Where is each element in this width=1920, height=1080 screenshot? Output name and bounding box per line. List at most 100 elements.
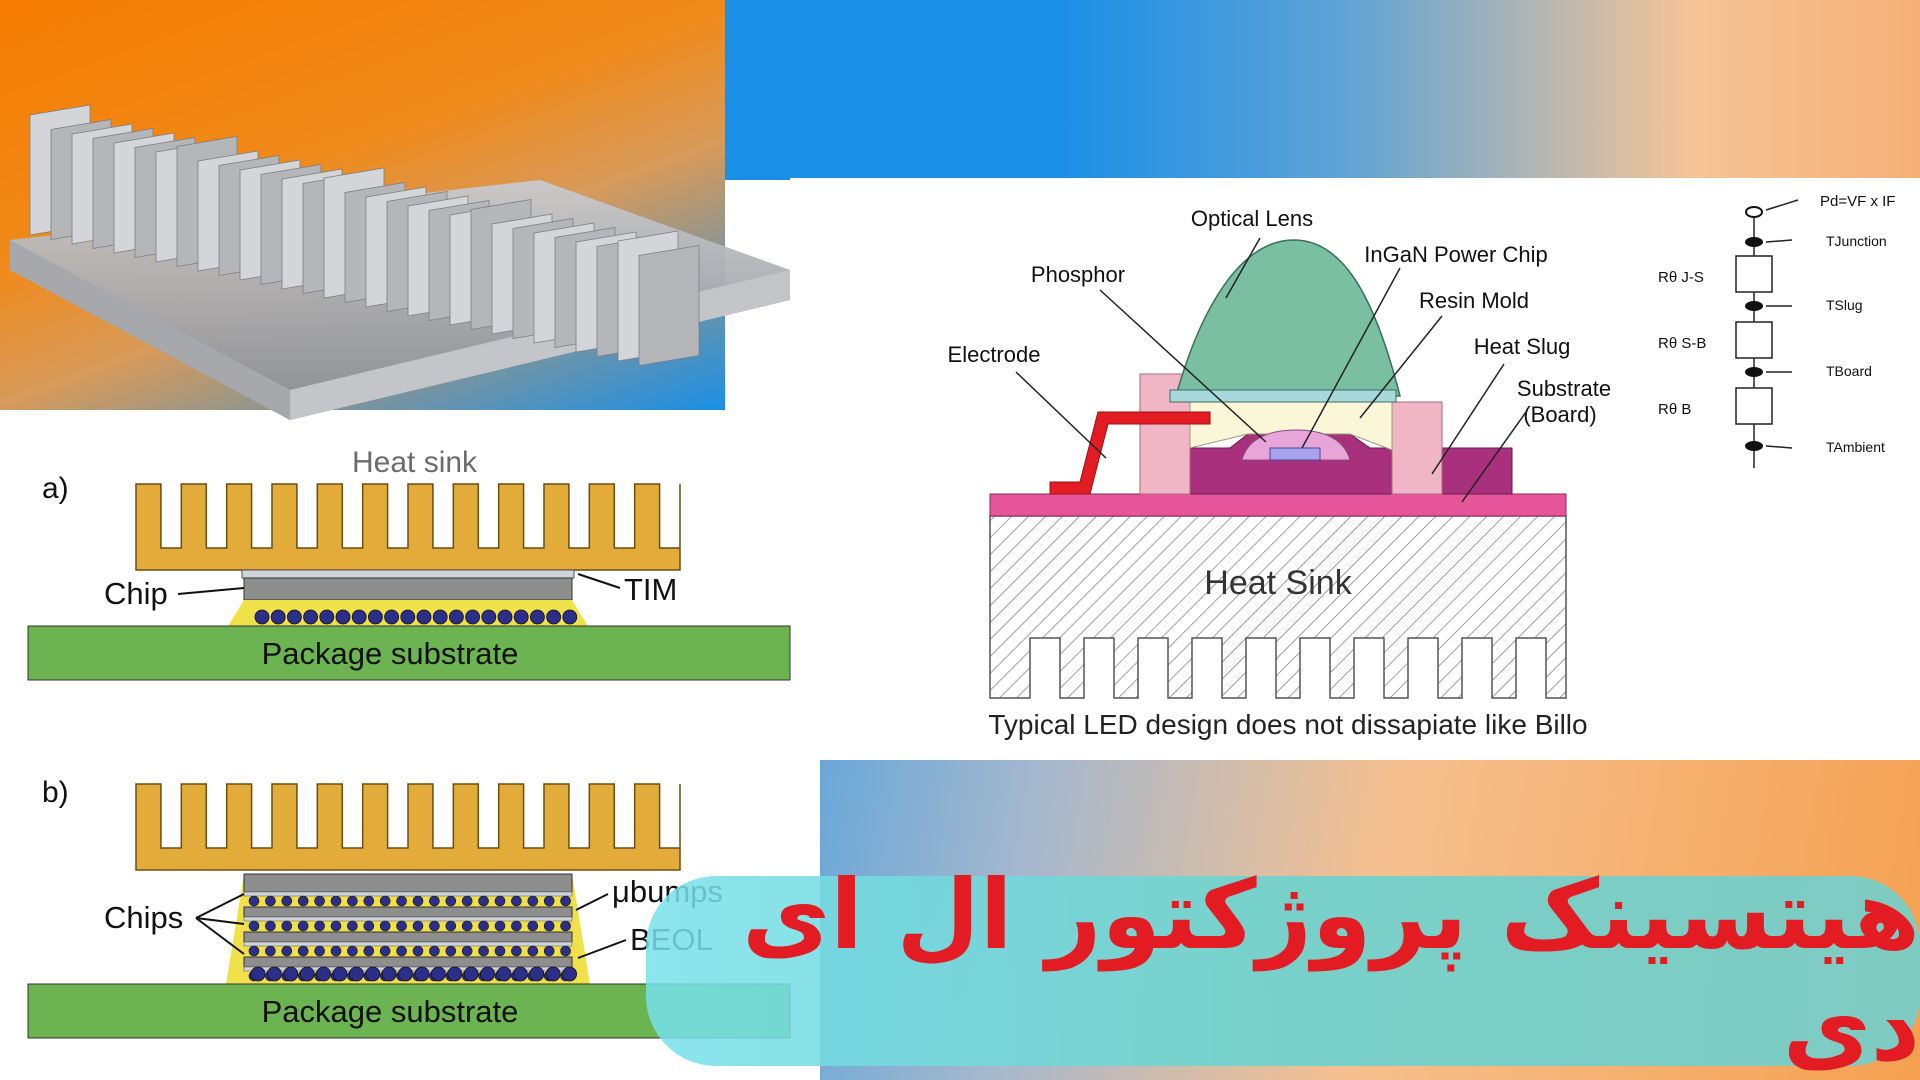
solder-bump — [432, 609, 448, 625]
stacked-chip — [243, 873, 573, 893]
resistor-j-s — [1735, 255, 1773, 293]
led-electrode-label: Electrode — [948, 342, 1041, 367]
diagram-b-substrate-label: Package substrate — [262, 994, 519, 1029]
micro-bump — [445, 895, 457, 907]
micro-bump — [396, 895, 407, 907]
micro-bump — [330, 920, 342, 932]
led-optical-lens — [1175, 239, 1401, 397]
micro-bump — [379, 920, 391, 932]
ambient-node — [1745, 441, 1763, 451]
t-junction-label: TJunction — [1826, 233, 1887, 249]
solder-bump — [283, 966, 299, 982]
micro-bump — [429, 920, 440, 932]
solder-bump — [398, 966, 414, 982]
solder-bump — [381, 966, 397, 982]
micro-bump — [265, 945, 276, 957]
micro-bump — [363, 895, 375, 907]
diagram-b-beol-pointer — [577, 939, 627, 959]
led-cross-section-diagram: Heat Sink Optical Lens InGaN Power Chip … — [948, 206, 1612, 740]
solder-bump — [303, 609, 319, 625]
power-node — [1745, 206, 1763, 218]
resistor-s-b — [1735, 321, 1773, 359]
diagram-b-chips-pointer-3 — [195, 917, 245, 955]
solder-bump — [463, 966, 479, 982]
diagram-b-chips-pointer-1 — [195, 893, 245, 919]
power-label: Pd=VF x IF — [1820, 193, 1895, 210]
diagram-a-chip-label: Chip — [104, 576, 168, 611]
diagram-a-substrate-label: Package substrate — [262, 636, 519, 671]
stacked-chip — [243, 906, 573, 918]
solder-bump — [545, 966, 561, 982]
solder-bump — [513, 609, 529, 625]
micro-bump — [314, 945, 325, 957]
micro-bump — [248, 920, 260, 932]
led-substrate-board — [989, 493, 1567, 517]
solder-bump — [465, 609, 481, 625]
heatsink-comb — [135, 783, 681, 871]
led-optical-lens-label: Optical Lens — [1191, 206, 1313, 231]
heatsink-comb — [135, 483, 681, 571]
solder-bump — [270, 609, 286, 625]
micro-bump — [314, 920, 325, 932]
chip-package-diagrams: a) Package substrate Chip TIM b) Package… — [27, 472, 791, 1039]
solder-bump — [400, 609, 416, 625]
micro-bump — [412, 895, 424, 907]
stacked-chip — [243, 931, 573, 943]
led-caption: Typical LED design does not dissapiate l… — [988, 709, 1587, 740]
micro-bump — [560, 920, 571, 932]
micro-bump — [297, 920, 309, 932]
diagram-b-heatsink — [135, 783, 681, 871]
solder-bump — [351, 609, 367, 625]
micro-bump — [445, 920, 457, 932]
board-node — [1745, 367, 1763, 377]
junction-node — [1745, 237, 1763, 247]
solder-bump — [513, 966, 528, 982]
solder-bump — [416, 609, 432, 625]
led-phosphor — [1241, 429, 1351, 461]
micro-bump — [494, 945, 506, 957]
heatsink-photo-label: Heat sink — [352, 446, 478, 479]
diagram-a-panel-label: a) — [42, 472, 69, 505]
micro-bump — [461, 945, 473, 957]
led-lens-rim — [1169, 389, 1397, 403]
solder-bump — [266, 966, 282, 982]
micro-bump — [543, 895, 555, 907]
solder-bump — [530, 609, 545, 625]
diagram-a-tim-label: TIM — [624, 572, 677, 607]
led-phosphor-pointer — [1099, 289, 1267, 443]
led-electrode-pointer — [1015, 371, 1107, 459]
heatsink-fin — [638, 245, 700, 366]
solder-bump — [496, 966, 512, 982]
micro-bump — [494, 920, 506, 932]
solder-bump — [254, 609, 270, 625]
led-heat-slug-label: Heat Slug — [1474, 334, 1571, 359]
micro-bump — [265, 920, 276, 932]
r-sb-label: Rθ S-B — [1658, 335, 1706, 352]
led-phosphor-label: Phosphor — [1031, 262, 1125, 287]
diagram-a-chip — [243, 577, 573, 601]
micro-bump — [248, 945, 260, 957]
led-ingan-chip-label: InGaN Power Chip — [1364, 242, 1547, 267]
micro-bump — [511, 920, 522, 932]
t-ambient-label: TAmbient — [1826, 439, 1885, 455]
diagram-a-bumps — [254, 609, 578, 625]
diagram-a-substrate — [27, 625, 791, 681]
micro-bump — [330, 895, 342, 907]
micro-bump — [543, 920, 555, 932]
led-ingan-chip-pointer — [1301, 267, 1401, 449]
micro-bump — [478, 945, 489, 957]
solder-bump — [335, 609, 351, 625]
led-resin-mold-label: Resin Mold — [1419, 288, 1529, 313]
diagram-a-chip-pointer — [177, 587, 245, 595]
solder-bump — [316, 966, 332, 982]
title-banner: هیتسینک پروژکتور ال ای دی — [646, 859, 1920, 1080]
led-resin-mold-pointer — [1359, 315, 1443, 419]
solder-bump — [481, 609, 497, 625]
solder-bump — [447, 966, 463, 982]
micro-bump — [527, 945, 539, 957]
solder-bump — [299, 966, 315, 982]
solder-bump — [348, 966, 364, 982]
solder-bump — [430, 966, 446, 982]
micro-bump — [379, 895, 391, 907]
